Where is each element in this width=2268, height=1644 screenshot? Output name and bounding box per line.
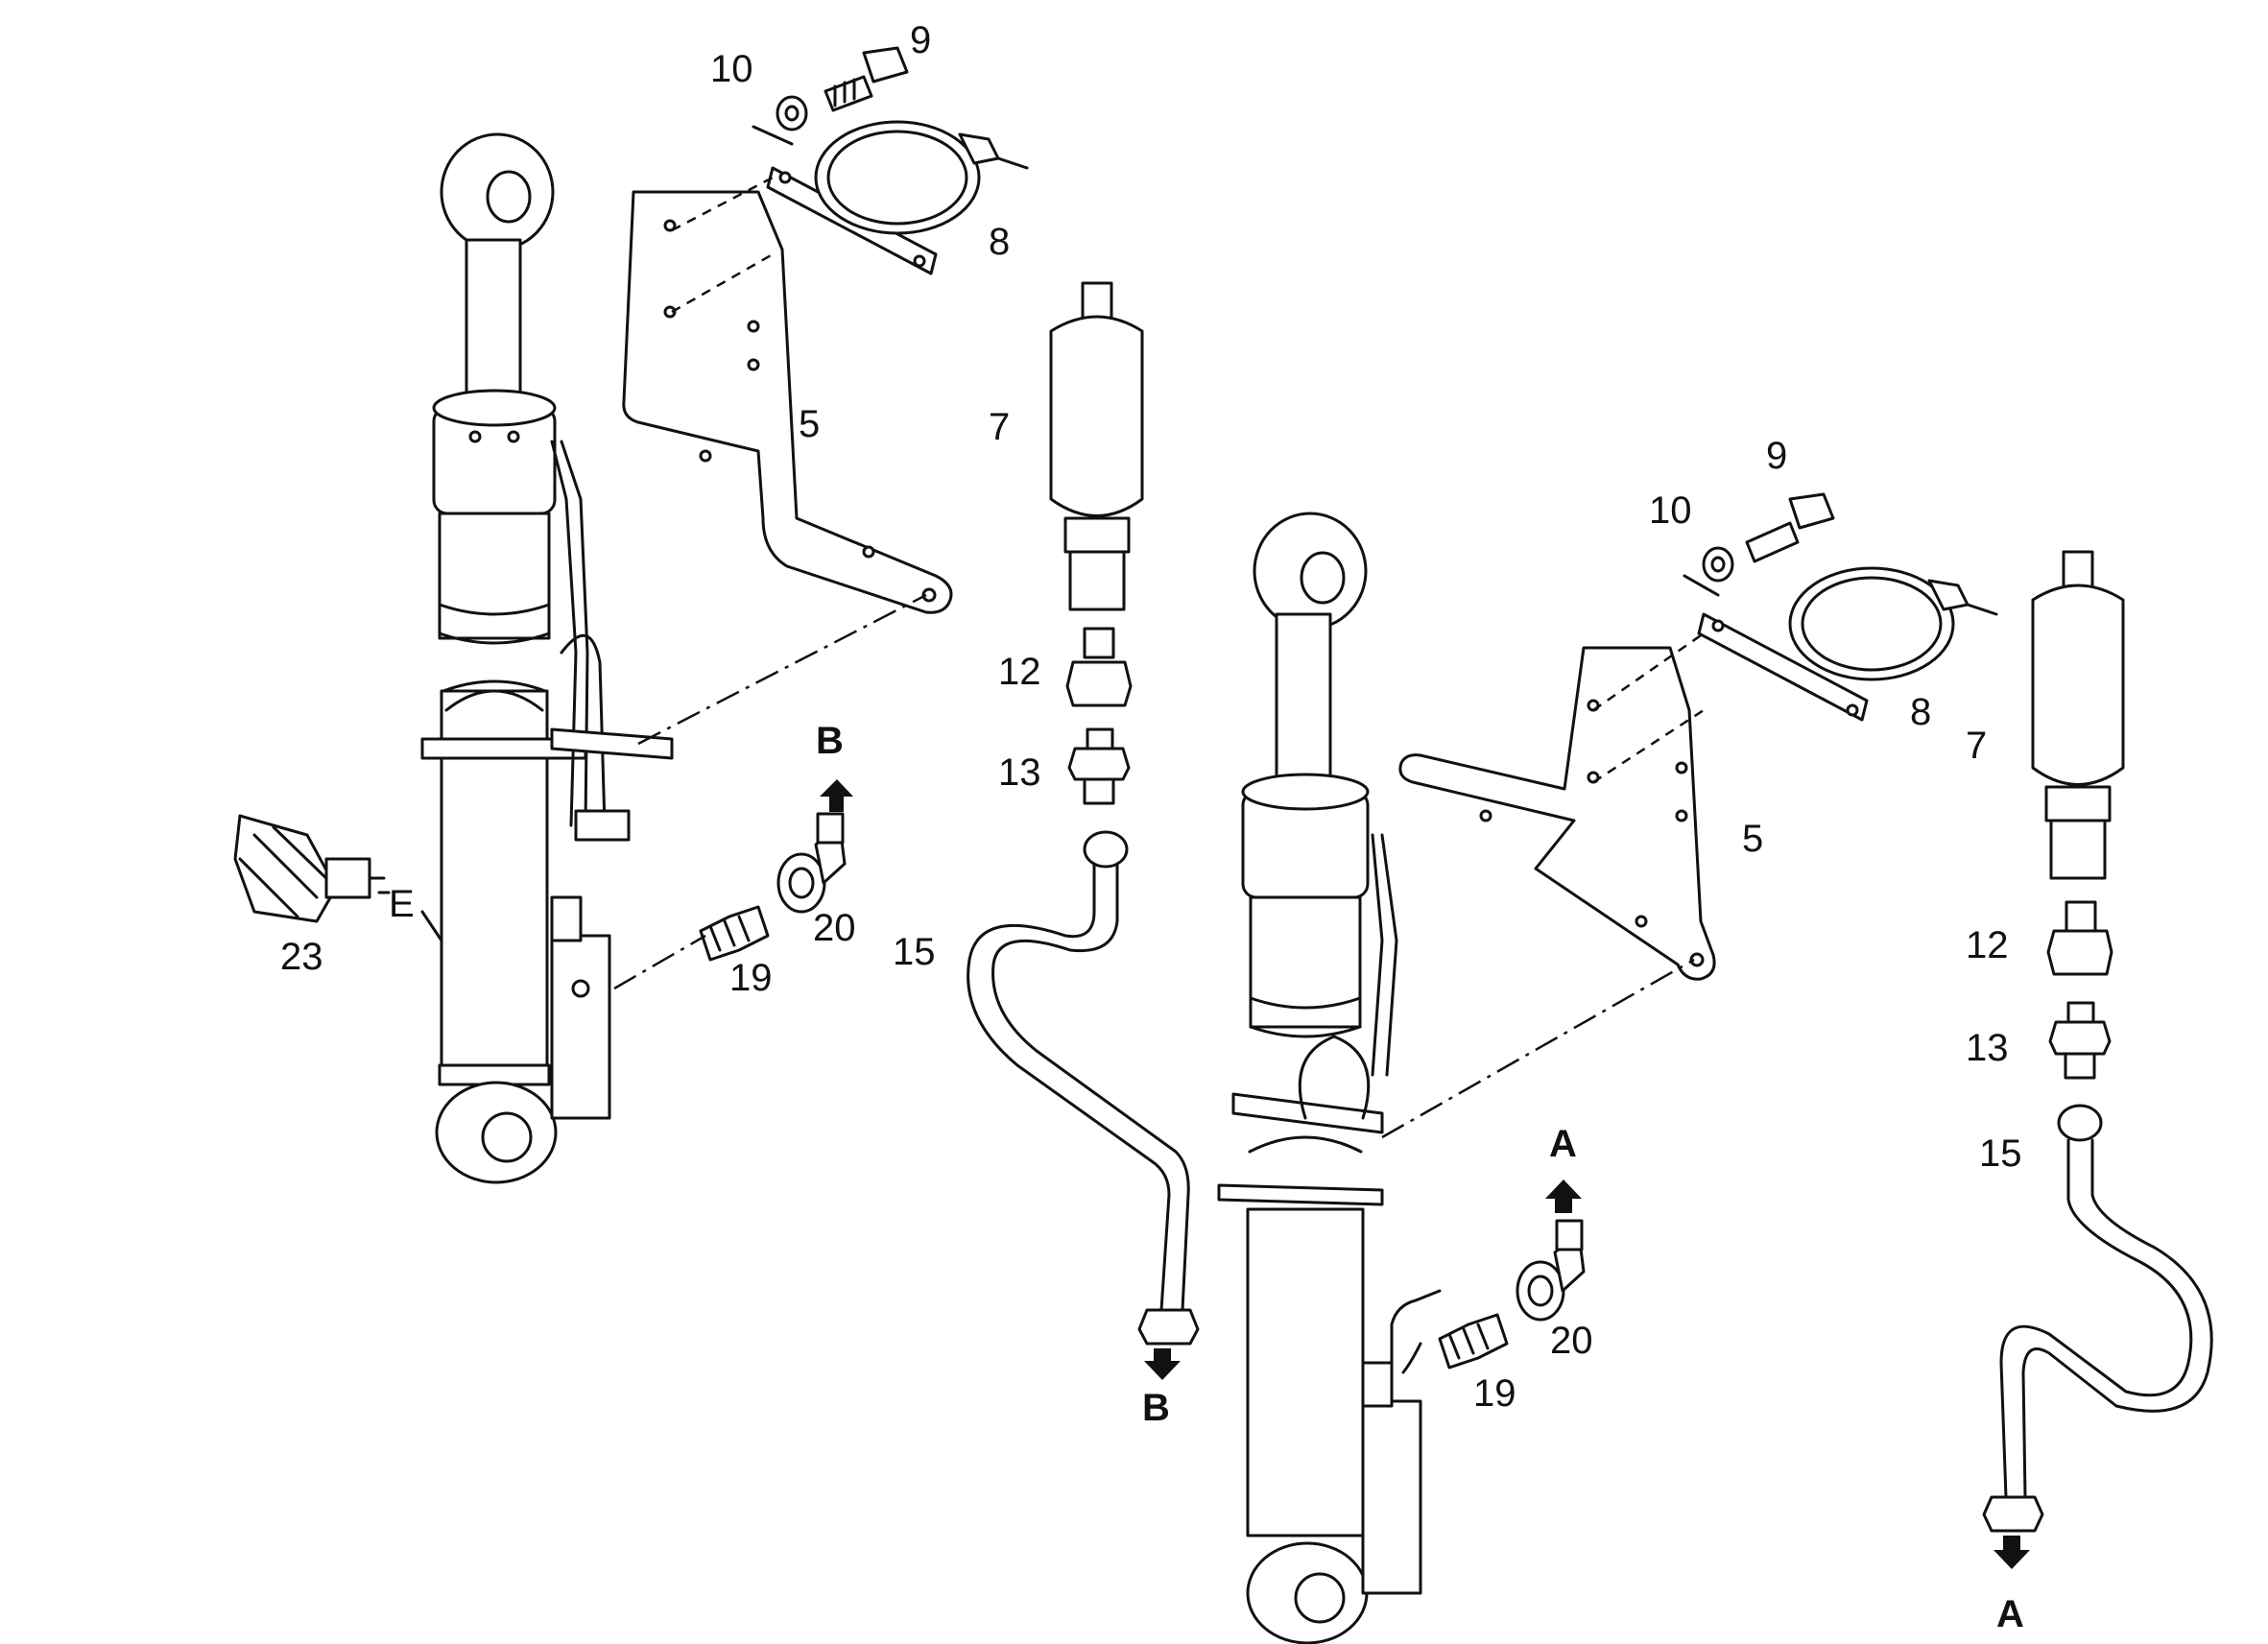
callout-9-right: 9 — [1766, 435, 1787, 477]
left-leader-lines — [377, 125, 927, 990]
callout-13-right: 13 — [1966, 1027, 2009, 1069]
right-pipe — [1982, 1104, 2213, 1533]
arrow-label-a-top: A — [1549, 1123, 1577, 1165]
callout-20-right: 20 — [1550, 1320, 1593, 1362]
callout-10-right: 10 — [1649, 489, 1692, 532]
left-coupling — [233, 814, 386, 923]
callout-e-left: E — [389, 883, 415, 925]
left-elbow-fittings — [699, 812, 847, 962]
right-accumulator — [2031, 550, 2125, 880]
callout-7-left: 7 — [989, 406, 1010, 448]
callout-8-left: 8 — [989, 221, 1010, 263]
left-pipe — [967, 830, 1200, 1346]
left-accumulator — [1049, 281, 1144, 611]
left-bracket — [622, 190, 953, 614]
left-fittings — [1065, 627, 1133, 805]
callout-19-right: 19 — [1473, 1372, 1516, 1415]
arrow-label-b-bottom: B — [1142, 1387, 1170, 1429]
arrow-down-b-icon — [1144, 1348, 1181, 1380]
arrow-label-b-top: B — [816, 720, 844, 762]
callout-23-left: 23 — [280, 936, 323, 978]
callout-20-left: 20 — [813, 907, 856, 949]
right-hose-clamp — [1697, 566, 1998, 722]
callout-12-right: 12 — [1966, 924, 2009, 966]
arrow-down-a-icon — [1993, 1536, 2030, 1569]
right-bracket — [1398, 646, 1716, 981]
callout-19-left: 19 — [729, 957, 773, 999]
right-leader-lines — [1381, 574, 1720, 1139]
callout-8-right: 8 — [1910, 691, 1931, 733]
right-elbow-fittings — [1438, 1219, 1586, 1370]
left-bolt-washer — [776, 46, 909, 131]
right-fittings — [2046, 900, 2113, 1080]
left-hose-clamp — [766, 120, 1029, 275]
callout-15-left: 15 — [893, 931, 936, 973]
arrow-up-b-icon — [820, 779, 853, 812]
right-bolt-washer — [1702, 492, 1835, 583]
callout-7-right: 7 — [1966, 725, 1987, 767]
left-cylinder — [420, 132, 674, 1184]
callout-15-right: 15 — [1979, 1132, 2022, 1175]
arrow-up-a-icon — [1545, 1179, 1582, 1213]
callout-5-right: 5 — [1742, 818, 1763, 860]
callout-9-left: 9 — [910, 19, 931, 61]
callout-5-left: 5 — [799, 403, 820, 445]
right-cylinder — [1217, 512, 1442, 1644]
arrow-label-a-bottom: A — [1996, 1593, 2024, 1635]
callout-12-left: 12 — [998, 651, 1041, 693]
callout-10-left: 10 — [710, 48, 753, 90]
callout-13-left: 13 — [998, 751, 1041, 794]
